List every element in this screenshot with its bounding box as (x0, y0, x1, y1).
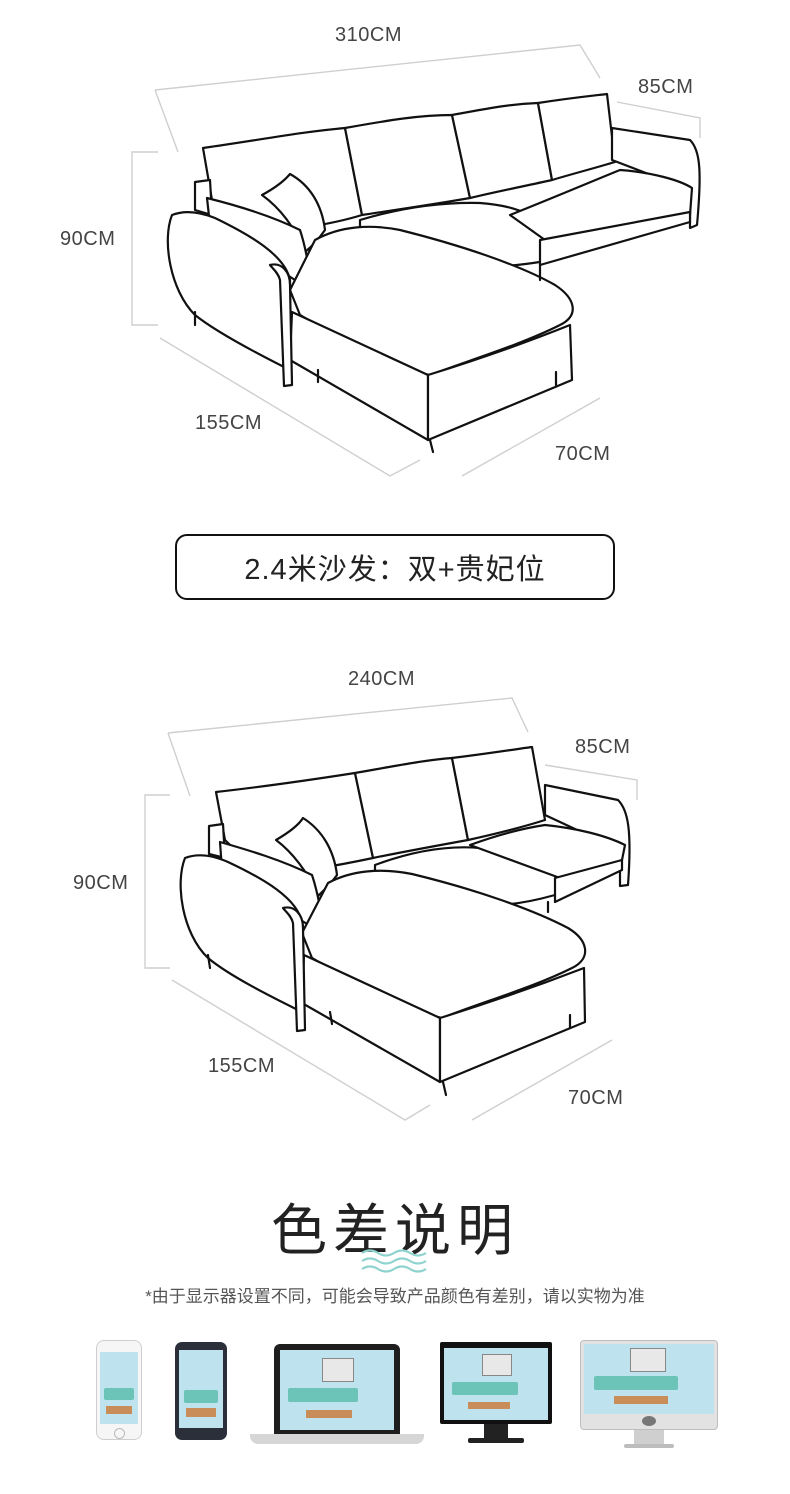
imac-icon (580, 1340, 718, 1452)
sofa-large-chaise-length-label: 155CM (195, 412, 262, 434)
monitor-icon (440, 1342, 552, 1450)
color-difference-note: *由于显示器设置不同，可能会导致产品颜色有差别，请以实物为准 (145, 1287, 645, 1306)
model-label: 2.4米沙发：双+贵妃位 (175, 534, 615, 600)
wave-icon (361, 1249, 427, 1273)
sofa-large-width-label: 310CM (335, 24, 402, 46)
sofa-large-drawing (131, 44, 701, 477)
phone-white-icon (96, 1340, 142, 1440)
sofa-small-chaise-width-label: 70CM (568, 1087, 624, 1109)
sofa-large-height-label: 90CM (60, 228, 116, 250)
sofa-small-width-label: 240CM (348, 668, 415, 690)
sofa-small-depth-label: 85CM (575, 736, 631, 758)
sofa-small-drawing (144, 697, 638, 1121)
phone-black-icon (175, 1342, 227, 1440)
sofa-large-chaise-width-label: 70CM (555, 443, 611, 465)
sofa-small-height-label: 90CM (73, 872, 129, 894)
sofa-large-depth-label: 85CM (638, 76, 694, 98)
sofa-small-chaise-length-label: 155CM (208, 1055, 275, 1077)
laptop-icon (250, 1344, 424, 1450)
color-section-title: 色差说明 (271, 1199, 519, 1262)
